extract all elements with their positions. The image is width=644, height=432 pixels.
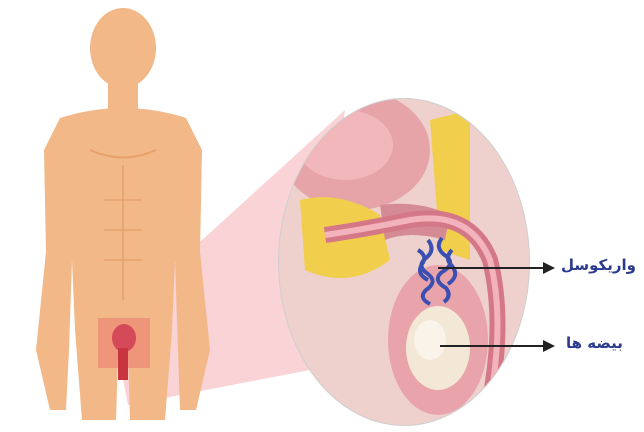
varicocele-label: واریکوسل: [561, 256, 636, 274]
testes-label: بیضه ها: [566, 334, 623, 352]
